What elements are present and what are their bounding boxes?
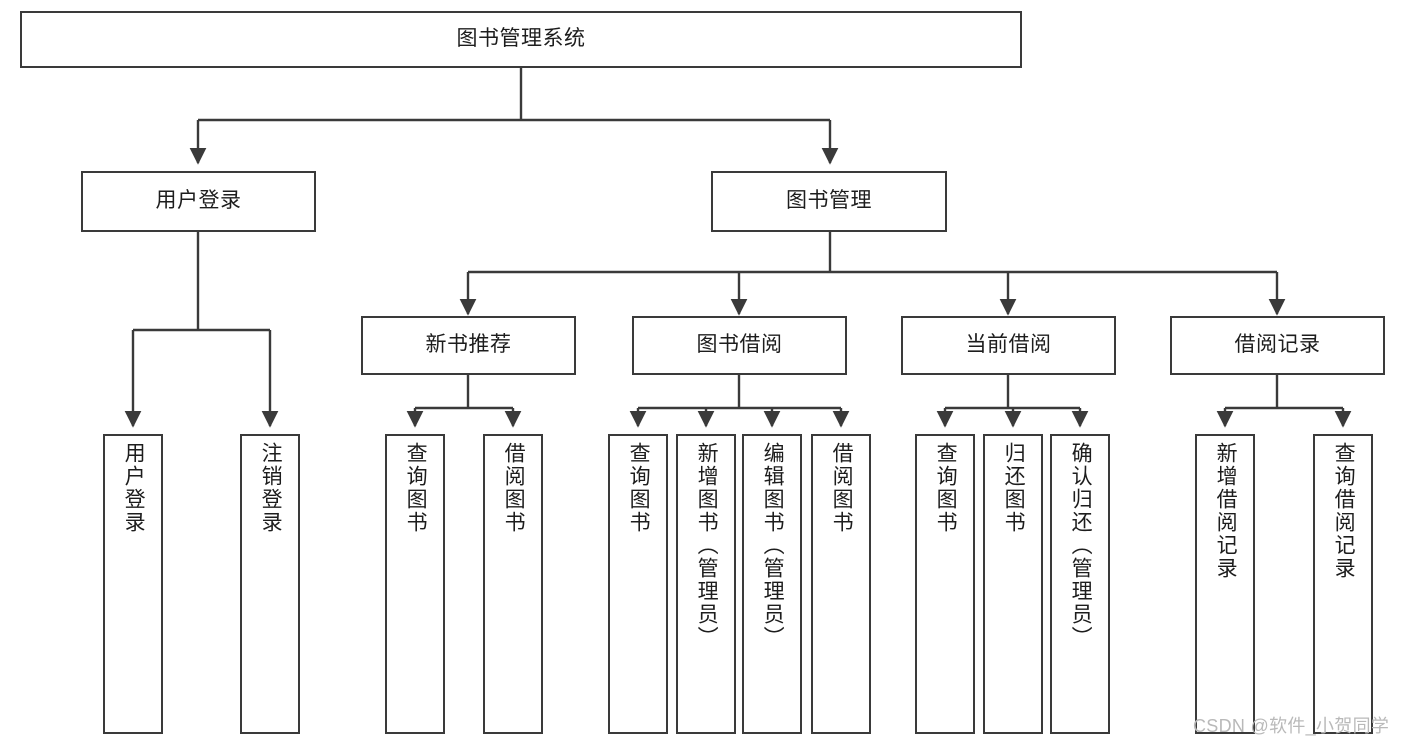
node-leaf-return-book-label: 归还图书 — [1002, 442, 1026, 534]
node-user-login-label: 用户登录 — [155, 189, 242, 213]
node-book-manage[interactable]: 图书管理 — [711, 171, 947, 232]
node-leaf-query-book-3[interactable]: 查询图书 — [915, 434, 975, 734]
node-leaf-borrow-book-1[interactable]: 借阅图书 — [483, 434, 543, 734]
node-root[interactable]: 图书管理系统 — [20, 11, 1022, 68]
node-new-book-recommend-label: 新书推荐 — [425, 333, 512, 357]
node-leaf-add-book-label: 新增图书（管理员） — [695, 442, 719, 649]
node-leaf-borrow-book-2-label: 借阅图书 — [830, 442, 854, 534]
node-leaf-user-login-label: 用户登录 — [122, 442, 146, 534]
node-book-borrow[interactable]: 图书借阅 — [632, 316, 847, 375]
node-leaf-query-book-2[interactable]: 查询图书 — [608, 434, 668, 734]
node-current-borrow-label: 当前借阅 — [965, 333, 1052, 357]
node-root-label: 图书管理系统 — [456, 27, 586, 51]
node-leaf-query-book-2-label: 查询图书 — [627, 442, 651, 534]
node-leaf-user-logout[interactable]: 注销登录 — [240, 434, 300, 734]
node-leaf-edit-book-label: 编辑图书（管理员） — [761, 442, 785, 649]
node-leaf-query-record[interactable]: 查询借阅记录 — [1313, 434, 1373, 734]
node-leaf-query-book-1[interactable]: 查询图书 — [385, 434, 445, 734]
node-current-borrow[interactable]: 当前借阅 — [901, 316, 1116, 375]
node-leaf-add-record-label: 新增借阅记录 — [1214, 442, 1238, 580]
node-leaf-query-record-label: 查询借阅记录 — [1332, 442, 1356, 580]
node-leaf-user-logout-label: 注销登录 — [259, 442, 283, 534]
node-borrow-record-label: 借阅记录 — [1234, 333, 1321, 357]
node-book-borrow-label: 图书借阅 — [696, 333, 783, 357]
node-leaf-add-book[interactable]: 新增图书（管理员） — [676, 434, 736, 734]
node-leaf-borrow-book-1-label: 借阅图书 — [502, 442, 526, 534]
node-book-manage-label: 图书管理 — [786, 189, 872, 213]
node-new-book-recommend[interactable]: 新书推荐 — [361, 316, 576, 375]
node-leaf-borrow-book-2[interactable]: 借阅图书 — [811, 434, 871, 734]
node-leaf-edit-book[interactable]: 编辑图书（管理员） — [742, 434, 802, 734]
node-leaf-query-book-1-label: 查询图书 — [404, 442, 428, 534]
node-leaf-query-book-3-label: 查询图书 — [934, 442, 958, 534]
node-leaf-user-login[interactable]: 用户登录 — [103, 434, 163, 734]
csdn-watermark: CSDN @软件_小贺同学 — [1193, 716, 1390, 736]
node-leaf-confirm-return-label: 确认归还（管理员） — [1069, 442, 1093, 649]
node-leaf-confirm-return[interactable]: 确认归还（管理员） — [1050, 434, 1110, 734]
node-borrow-record[interactable]: 借阅记录 — [1170, 316, 1385, 375]
node-leaf-add-record[interactable]: 新增借阅记录 — [1195, 434, 1255, 734]
node-user-login[interactable]: 用户登录 — [81, 171, 316, 232]
node-leaf-return-book[interactable]: 归还图书 — [983, 434, 1043, 734]
